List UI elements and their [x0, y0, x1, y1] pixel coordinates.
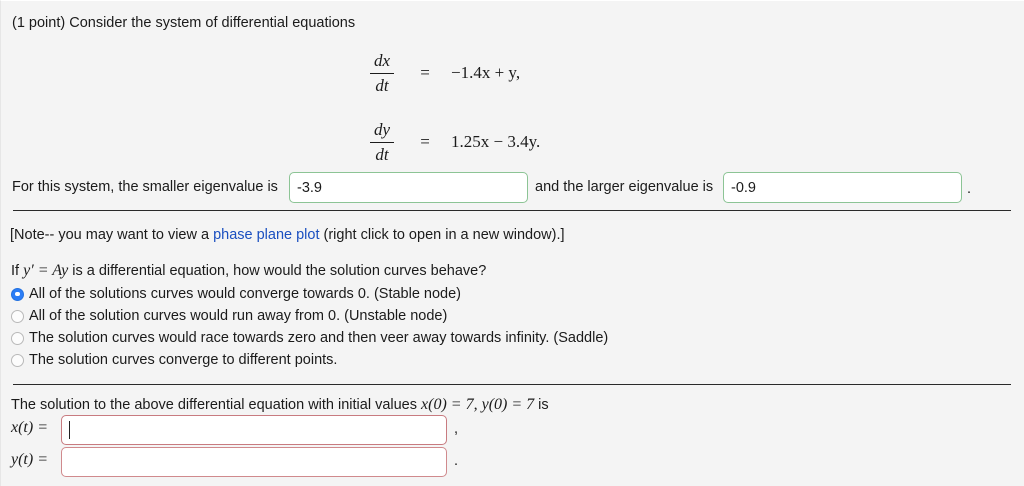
- y-of-t-label: y(t) =: [11, 451, 48, 468]
- text-caret: [69, 421, 71, 439]
- x-of-t-input[interactable]: [61, 415, 447, 445]
- solution-comma: ,: [454, 421, 459, 437]
- solution-period: .: [454, 453, 459, 469]
- note-text-before: [Note-- you may want to view a: [10, 227, 214, 243]
- fraction-denominator: dt: [375, 75, 389, 95]
- option-row-2[interactable]: The solution curves would race towards z…: [11, 329, 608, 347]
- option-row-1[interactable]: All of the solution curves would run awa…: [11, 307, 608, 325]
- smaller-eigenvalue-input[interactable]: [289, 172, 528, 203]
- equation-row-dy: dy dt = 1.25x − 3.4y.: [1, 112, 1024, 172]
- option-label-0[interactable]: All of the solutions curves would conver…: [29, 286, 462, 302]
- equation-row-dx: dx dt = −1.4x + y,: [1, 43, 1024, 103]
- option-row-3[interactable]: The solution curves converge to differen…: [11, 351, 608, 369]
- fraction-dy-dt: dy dt: [365, 120, 399, 164]
- solution-instruction: The solution to the above differential e…: [11, 396, 549, 414]
- equals-sign: =: [420, 63, 430, 82]
- question-math: y′ = Ay: [23, 262, 69, 279]
- fraction-denominator: dt: [375, 144, 389, 164]
- equation-rhs: 1.25x − 3.4y.: [451, 132, 541, 151]
- option-label-1[interactable]: All of the solution curves would run awa…: [29, 308, 448, 324]
- option-label-3[interactable]: The solution curves converge to differen…: [29, 352, 338, 368]
- radio-button-3[interactable]: [11, 353, 24, 367]
- fraction-bar: [370, 72, 394, 74]
- fraction-dx-dt: dx dt: [365, 51, 399, 95]
- fraction-numerator: dx: [373, 51, 391, 71]
- problem-prompt: (1 point) Consider the system of differe…: [12, 15, 356, 31]
- question-suffix: is a differential equation, how would th…: [68, 263, 487, 279]
- behavior-options: All of the solutions curves would conver…: [11, 285, 608, 373]
- fraction-bar: [370, 141, 394, 143]
- equals-sign: =: [420, 132, 430, 151]
- x-of-t-label: x(t) =: [11, 419, 48, 436]
- y-of-t-input[interactable]: [61, 447, 447, 477]
- radio-button-1[interactable]: [11, 309, 24, 323]
- fraction-numerator: dy: [373, 120, 391, 140]
- eigenvalue-trailing-punctuation: .: [967, 181, 972, 197]
- larger-eigenvalue-input[interactable]: [723, 172, 962, 203]
- solution-prefix: The solution to the above differential e…: [11, 397, 422, 413]
- option-row-0[interactable]: All of the solutions curves would conver…: [11, 285, 608, 303]
- solution-suffix: is: [534, 397, 549, 413]
- behavior-question: If y′ = Ay is a differential equation, h…: [11, 262, 486, 280]
- section-divider: [13, 210, 1011, 211]
- initial-values-math: x(0) = 7, y(0) = 7: [421, 396, 535, 413]
- phase-plane-note: [Note-- you may want to view a phase pla…: [10, 227, 565, 243]
- phase-plane-plot-link[interactable]: phase plane plot: [213, 227, 320, 243]
- question-prefix: If: [11, 263, 24, 279]
- note-text-after: (right click to open in a new window).]: [319, 227, 565, 243]
- equation-rhs: −1.4x + y,: [451, 63, 521, 82]
- option-label-2[interactable]: The solution curves would race towards z…: [29, 330, 609, 346]
- section-divider: [13, 384, 1011, 385]
- smaller-eigenvalue-label: For this system, the smaller eigenvalue …: [12, 179, 278, 195]
- radio-button-0[interactable]: [11, 287, 24, 301]
- equation-system: dx dt = −1.4x + y, dy dt = 1.25x − 3.4y.: [1, 43, 1024, 172]
- radio-button-2[interactable]: [11, 331, 24, 345]
- larger-eigenvalue-label: and the larger eigenvalue is: [535, 179, 714, 195]
